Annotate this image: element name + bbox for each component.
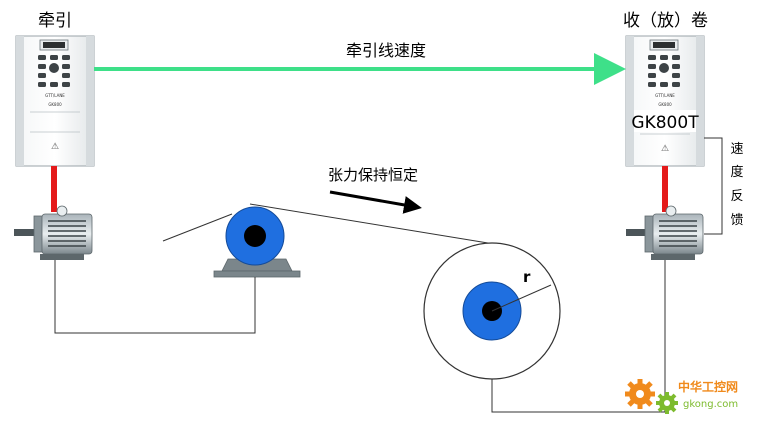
gear-icon (625, 379, 655, 409)
tension-label: 张力保持恒定 (328, 166, 418, 184)
line-speed-label: 牵引线速度 (346, 41, 426, 60)
svg-text:馈: 馈 (730, 213, 743, 228)
watermark-logo: 中华工控网 gkong.com (625, 379, 738, 414)
panel-model-left: GK800 (48, 102, 62, 107)
warning-icon: ⚠ (661, 144, 669, 154)
winder-label: 收（放）卷 (623, 11, 708, 31)
winding-roll: r (423, 242, 561, 380)
svg-text:反: 反 (730, 189, 743, 204)
panel-brand-right: GTT/LANE (655, 93, 675, 98)
traction-shaft (51, 166, 57, 212)
svg-text:速: 速 (730, 142, 743, 157)
winder-motor (626, 205, 704, 260)
traction-inverter: GTT/LANE GK800 ⚠ (15, 35, 95, 167)
winder-inverter: GTT/LANE GK800 GK800T ⚠ (625, 35, 705, 167)
panel-model-right: GK800 (658, 102, 672, 107)
inverter-model-label: GK800T (631, 113, 699, 133)
tension-roller (213, 206, 301, 278)
warning-icon: ⚠ (51, 142, 59, 152)
winder-connection (491, 260, 666, 413)
radius-label: r (523, 268, 531, 286)
winder-shaft (662, 166, 668, 212)
traction-motor (14, 205, 93, 260)
web-direction-arrow (329, 190, 422, 214)
traction-connection (54, 260, 256, 334)
speed-feedback-label: 速 度 反 馈 (730, 142, 743, 228)
panel-brand-left: GTT/LANE (45, 93, 65, 98)
radius-line (491, 284, 552, 312)
watermark-name: 中华工控网 (678, 379, 738, 394)
web-line-out (249, 203, 495, 245)
gear-icon (656, 392, 678, 414)
watermark-url: gkong.com (683, 399, 738, 410)
svg-text:度: 度 (730, 164, 743, 180)
feedback-bracket (704, 137, 723, 235)
traction-label: 牵引 (38, 11, 72, 31)
web-line-in (162, 213, 233, 242)
